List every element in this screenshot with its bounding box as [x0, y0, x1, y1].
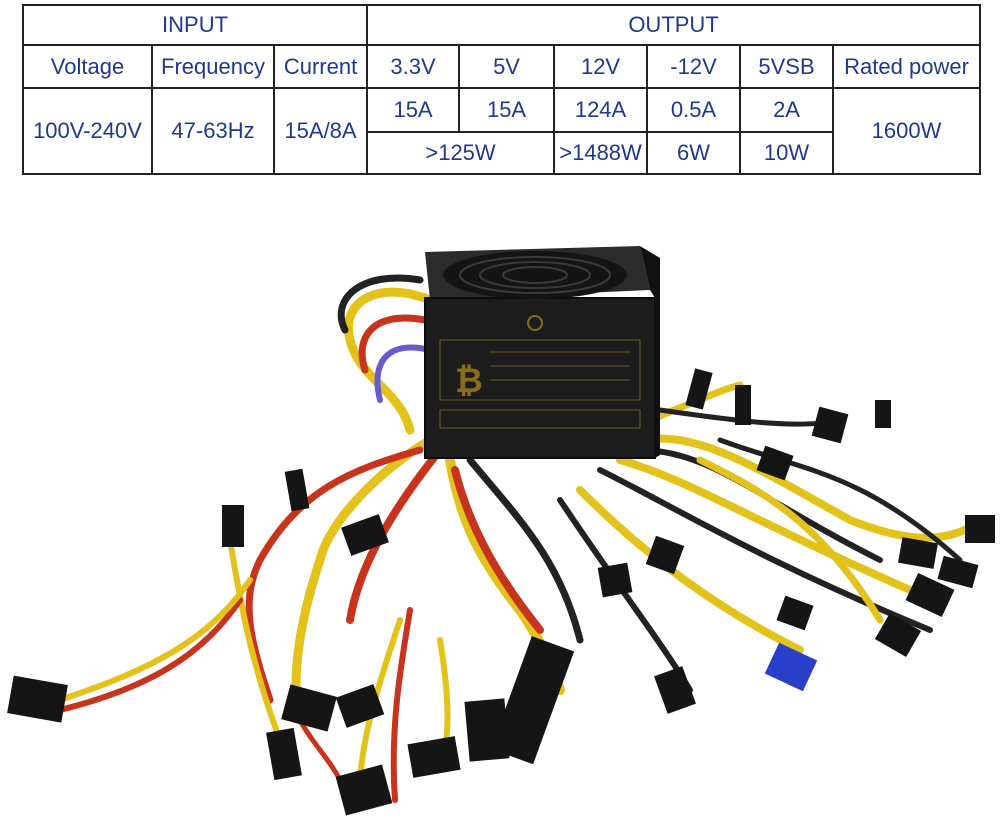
bitcoin-logo: ₿: [455, 361, 483, 401]
power-supply-photo: ₿: [7, 246, 995, 816]
rail-5vsb-amps: 2A: [739, 87, 835, 133]
rail-5v-header: 5V: [458, 44, 556, 89]
rail-5vsb-watts: 10W: [739, 131, 835, 175]
rated-power-header: Rated power: [832, 44, 982, 89]
fan-grill: [443, 251, 627, 299]
rated-power-value: 1600W: [832, 87, 982, 175]
frequency-value: 47-63Hz: [151, 87, 275, 175]
rail-3v3-header: 3.3V: [366, 44, 461, 89]
voltage-column-header: Voltage: [22, 44, 153, 89]
psu-case: ₿: [424, 246, 660, 459]
output-header: OUTPUT: [366, 4, 982, 46]
rail-12v-watts: >1488W: [553, 131, 649, 175]
input-header: INPUT: [21, 4, 369, 46]
rail-3v3-5v-watts: >125W: [366, 131, 556, 175]
current-value: 15A/8A: [272, 87, 369, 175]
rail-neg12v-header: -12V: [646, 44, 742, 89]
rail-12v-amps: 124A: [553, 87, 649, 133]
current-column-header: Current: [272, 44, 369, 89]
rail-5vsb-header: 5VSB: [739, 44, 835, 89]
connectors: [7, 368, 995, 816]
right-cable-bundle: [557, 381, 979, 693]
rail-neg12v-watts: 6W: [646, 131, 742, 175]
rail-12v-header: 12V: [553, 44, 649, 89]
rail-5v-amps: 15A: [458, 87, 556, 133]
blue-connector: [764, 642, 818, 692]
voltage-value: 100V-240V: [22, 87, 153, 175]
left-cable-bundle: [337, 274, 435, 435]
rail-3v3-amps: 15A: [366, 87, 461, 133]
spec-table: INPUT OUTPUT Voltage Frequency Current 3…: [21, 4, 982, 175]
frequency-column-header: Frequency: [151, 44, 275, 89]
rail-neg12v-amps: 0.5A: [646, 87, 742, 133]
